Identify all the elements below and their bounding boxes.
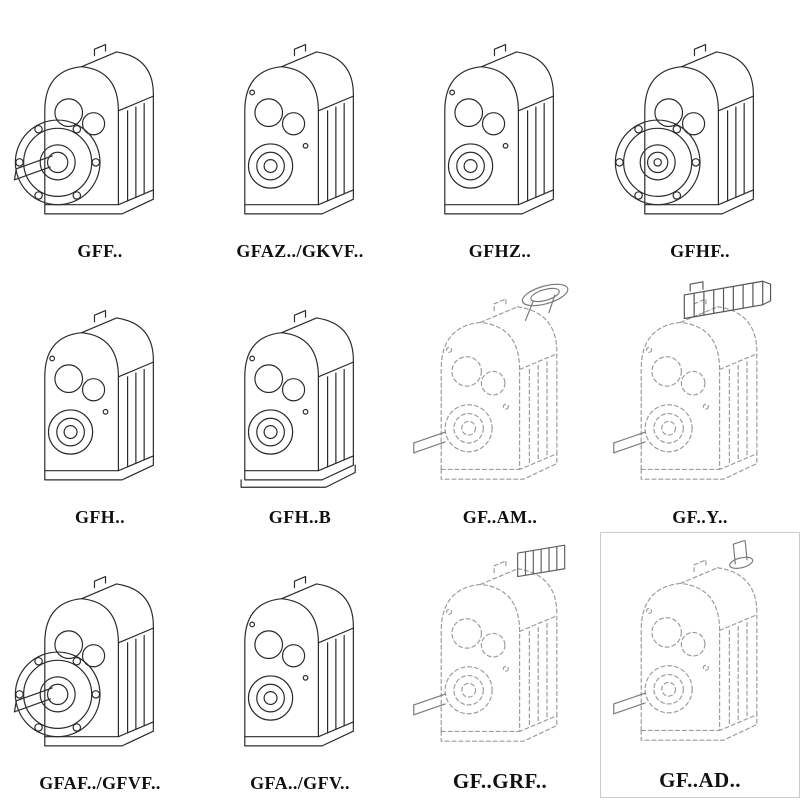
gearbox-drawing-icon	[208, 25, 392, 239]
gearbox-symbol	[414, 545, 565, 741]
model-label: GFH..B	[268, 507, 332, 527]
catalog-cell-gfaf-gfvf: GFAF../GFVF..	[0, 532, 200, 798]
catalog-cell-gf-am: GF..AM..	[400, 266, 600, 532]
catalog-cell-gf-grf: GF..GRF..	[400, 532, 600, 798]
model-label: GFHF..	[670, 241, 730, 261]
model-label: GFAF../GFVF..	[39, 773, 161, 793]
gearbox-drawing-icon	[208, 557, 392, 771]
gearbox-drawing-icon	[8, 25, 192, 239]
model-label: GFAZ../GKVF..	[236, 241, 364, 261]
gearbox-drawing-icon	[8, 291, 192, 505]
gearbox-drawing-icon	[608, 25, 792, 239]
gearbox-symbol	[14, 45, 153, 214]
model-label: GFA../GFV..	[250, 773, 350, 793]
gearbox-symbol	[445, 45, 554, 214]
gearbox-drawing-icon	[208, 291, 392, 505]
catalog-cell-gfh-b: GFH..B	[200, 266, 400, 532]
gearbox-symbol	[414, 280, 570, 479]
catalog-cell-gf-ad: GF..AD..	[600, 532, 800, 798]
catalog-cell-gfaz-gkvf: GFAZ../GKVF..	[200, 0, 400, 266]
model-label: GF..AD..	[659, 768, 741, 792]
gearbox-symbol	[245, 45, 354, 214]
gearbox-drawing-icon	[402, 279, 598, 505]
gearbox-symbol	[245, 577, 354, 746]
catalog-cell-gff: GFF..	[0, 0, 200, 266]
model-label: GF..GRF..	[452, 769, 548, 793]
model-label: GF..AM..	[462, 507, 538, 527]
gearbox-symbol	[14, 577, 153, 746]
gearbox-drawing-icon	[602, 540, 798, 766]
gearbox-symbol	[615, 45, 753, 214]
gearbox-drawing-icon	[602, 279, 798, 505]
gearbox-symbol	[45, 311, 154, 480]
gearbox-drawing-icon	[8, 557, 192, 771]
gearbox-drawing-icon	[408, 25, 592, 239]
model-label: GFH..	[75, 507, 125, 527]
gearbox-symbol	[614, 540, 757, 740]
gearbox-symbol	[614, 281, 771, 479]
catalog-cell-gfhf: GFHF..	[600, 0, 800, 266]
model-label: GFHZ..	[468, 241, 532, 261]
catalog-cell-gfhz: GFHZ..	[400, 0, 600, 266]
catalog-cell-gf-y: GF..Y..	[600, 266, 800, 532]
gearbox-drawing-icon	[402, 541, 598, 767]
model-label: GF..Y..	[672, 507, 728, 527]
gearbox-symbol	[241, 311, 355, 488]
model-label: GFF..	[77, 241, 123, 261]
catalog-cell-gfa-gfv: GFA../GFV..	[200, 532, 400, 798]
catalog-cell-gfh: GFH..	[0, 266, 200, 532]
